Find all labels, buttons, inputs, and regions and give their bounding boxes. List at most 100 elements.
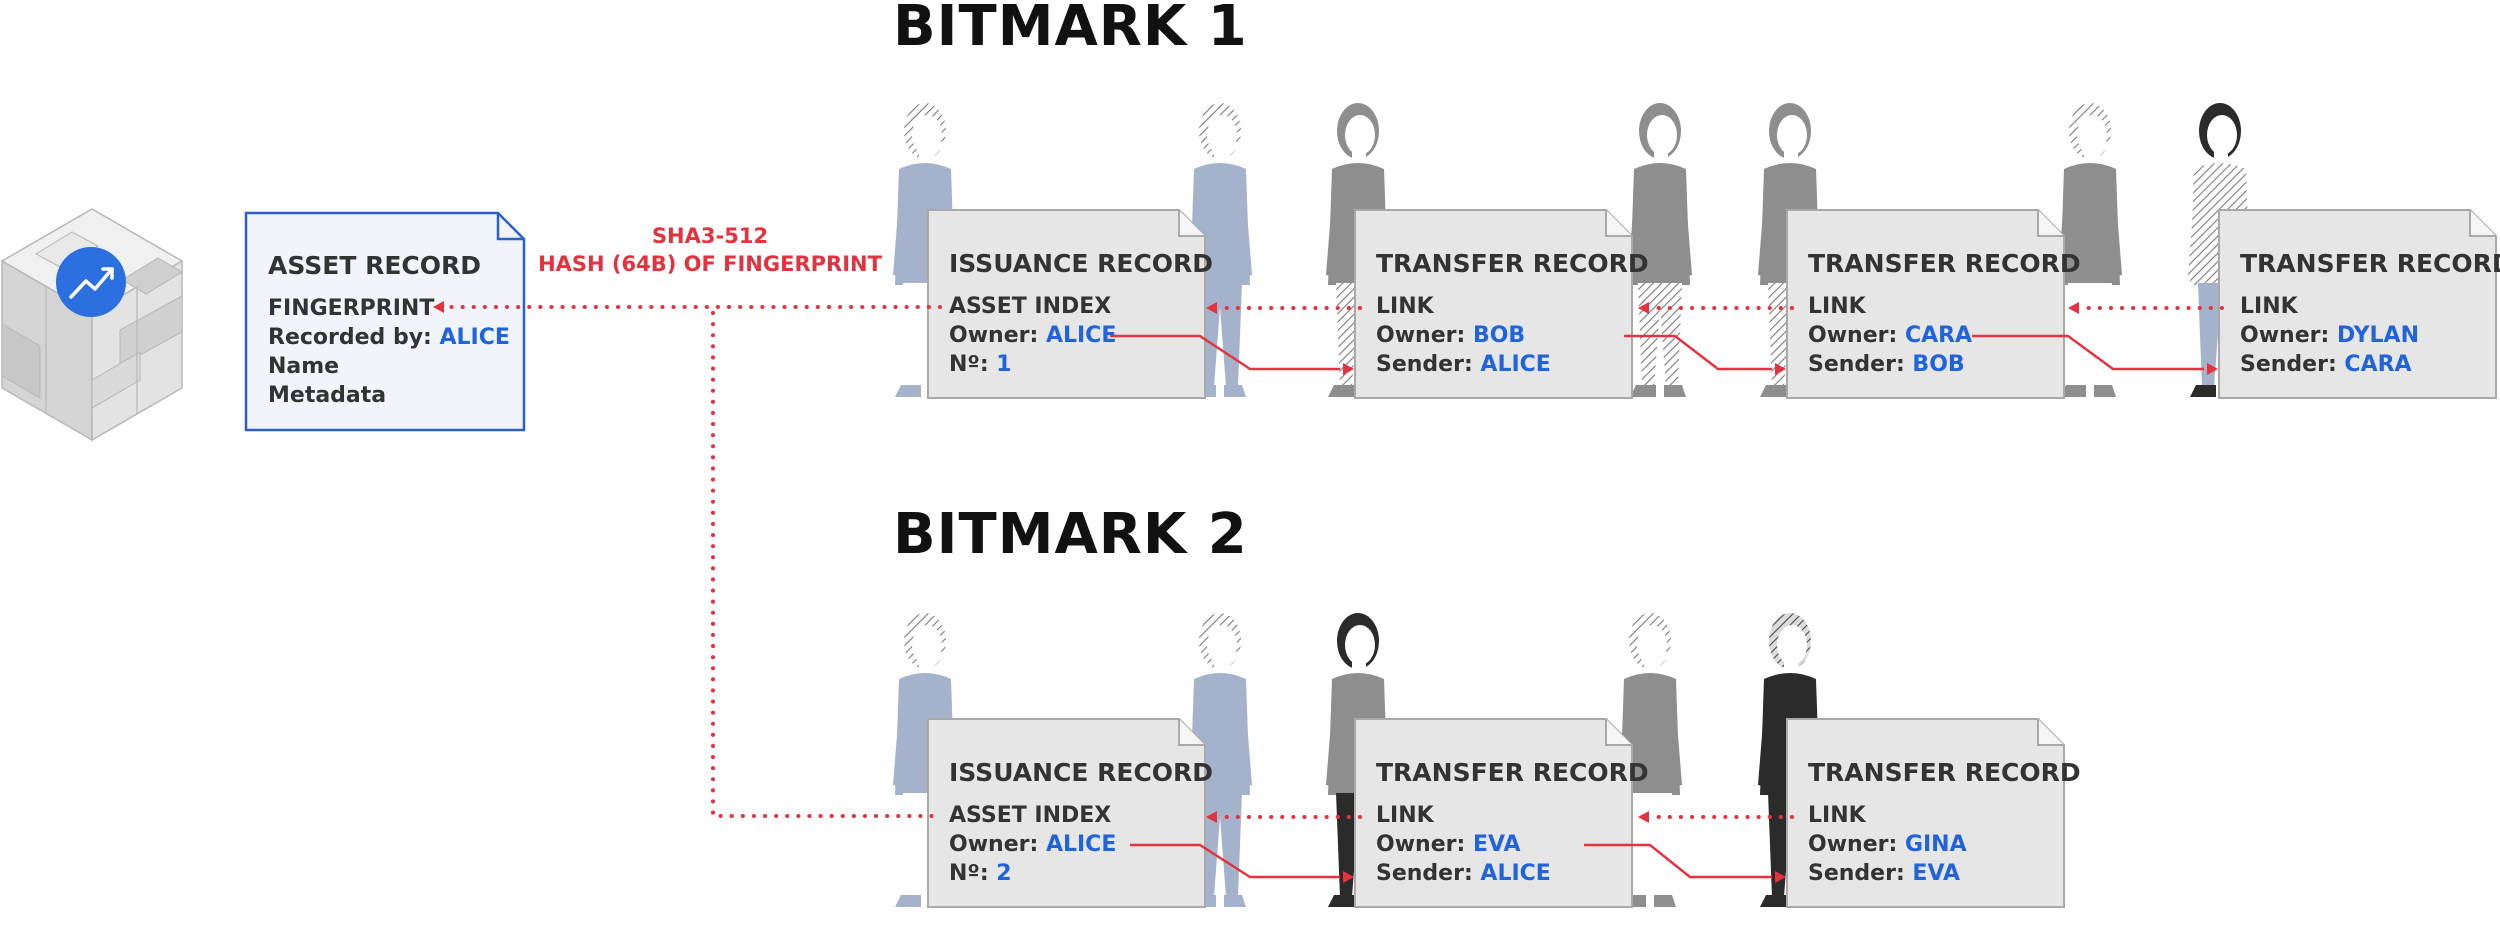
transfer-record-title: TRANSFER RECORD — [1808, 758, 2081, 787]
b1-link-arrowhead-3 — [2068, 302, 2079, 314]
owner-label: Owner: — [2240, 323, 2330, 348]
link-label: LINK — [1376, 803, 1434, 828]
b1-link-arrowhead-2 — [1638, 302, 1649, 314]
asset-index-label: ASSET INDEX — [949, 294, 1112, 319]
sender-value: CARA — [2344, 352, 2412, 377]
asset-link-arrowhead — [433, 301, 444, 313]
b2-owner-line-1 — [1130, 843, 1340, 879]
record-card — [927, 718, 1206, 908]
bitmark2-title: BITMARK 2 — [893, 502, 1248, 567]
b2-owner-arrowhead-1 — [1343, 871, 1354, 883]
number-label: Nº: — [949, 861, 989, 886]
hash-label-line1: SHA3-512 — [651, 224, 769, 248]
bitmark1-title: BITMARK 1 — [893, 0, 1248, 59]
bitmark2-issuance-record: ISSUANCE RECORD ASSET INDEX Owner: ALICE… — [949, 758, 1213, 888]
b1-owner-line-3 — [1972, 334, 2204, 371]
owner-line: Owner: CARA — [1808, 321, 2081, 350]
b1-owner-arrowhead-3 — [2207, 363, 2218, 375]
number-value: 1 — [996, 352, 1012, 377]
sender-line: Sender: ALICE — [1376, 350, 1649, 379]
owner-value: GINA — [1904, 832, 1967, 857]
b1-owner-arrowhead-1 — [1343, 363, 1354, 375]
recorded-by-value: ALICE — [439, 325, 510, 350]
owner-value: EVA — [1472, 832, 1521, 857]
sender-label: Sender: — [1808, 352, 1905, 377]
b1-owner-arrowhead-2 — [1775, 363, 1786, 375]
bitmark1-transfer-record-2: TRANSFER RECORD LINK Owner: CARA Sender:… — [1808, 249, 2081, 379]
bitmark2-asset-link-dotted — [711, 311, 942, 818]
bitmark2-transfer-record-1: TRANSFER RECORD LINK Owner: EVA Sender: … — [1376, 758, 1649, 888]
owner-label: Owner: — [1376, 832, 1466, 857]
number-label: Nº: — [949, 352, 989, 377]
sender-value: ALICE — [1480, 352, 1551, 377]
bitmark1-transfer-record-3: TRANSFER RECORD LINK Owner: DYLAN Sender… — [2240, 249, 2500, 379]
transfer-record-title: TRANSFER RECORD — [1376, 758, 1649, 787]
sender-value: BOB — [1912, 352, 1965, 377]
asset-index-label: ASSET INDEX — [949, 803, 1112, 828]
b1-owner-line-2 — [1624, 334, 1772, 371]
sender-line: Sender: EVA — [1808, 859, 2081, 888]
transfer-record-title: TRANSFER RECORD — [1376, 249, 1649, 278]
b2-owner-line-2 — [1584, 843, 1772, 879]
owner-line: Owner: EVA — [1376, 830, 1649, 859]
owner-label: Owner: — [1376, 323, 1466, 348]
b2-link-arrowhead-1 — [1206, 811, 1217, 823]
record-card — [927, 209, 1206, 399]
metadata-label: Metadata — [268, 383, 387, 408]
link-label: LINK — [1808, 294, 1866, 319]
logo-icon — [0, 208, 184, 442]
owner-label: Owner: — [1808, 832, 1898, 857]
record-card — [1786, 718, 2065, 908]
owner-value: BOB — [1472, 323, 1526, 348]
sender-value: EVA — [1912, 861, 1961, 886]
number-line: Nº: 2 — [949, 859, 1213, 888]
link-label: LINK — [1808, 803, 1866, 828]
b2-link-arrowhead-2 — [1638, 811, 1649, 823]
owner-line: Owner: GINA — [1808, 830, 2081, 859]
issuance-record-title: ISSUANCE RECORD — [949, 249, 1214, 278]
name-label: Name — [268, 354, 340, 379]
link-label: LINK — [1376, 294, 1434, 319]
owner-line: Owner: DYLAN — [2240, 321, 2500, 350]
number-value: 2 — [996, 861, 1012, 886]
sender-label: Sender: — [1376, 352, 1473, 377]
asset-record: ASSET RECORD FINGERPRINT Recorded by: AL… — [268, 251, 510, 410]
recorded-by-line: Recorded by: ALICE — [268, 323, 510, 352]
transfer-record-title: TRANSFER RECORD — [1808, 249, 2081, 278]
hash-label: SHA3-512 HASH (64B) OF FINGERPRINT — [520, 222, 900, 278]
sender-label: Sender: — [2240, 352, 2337, 377]
hash-label-line2: HASH (64B) OF FINGERPRINT — [538, 252, 882, 276]
owner-line: Owner: ALICE — [949, 830, 1213, 859]
owner-value: CARA — [1904, 323, 1973, 348]
record-card — [1786, 209, 2065, 399]
recorded-by-label: Recorded by: — [268, 325, 432, 350]
owner-label: Owner: — [949, 832, 1039, 857]
record-card — [1354, 209, 1633, 399]
owner-label: Owner: — [949, 323, 1039, 348]
sender-label: Sender: — [1808, 861, 1905, 886]
asset-record-card — [244, 211, 526, 432]
link-label: LINK — [2240, 294, 2298, 319]
sender-label: Sender: — [1376, 861, 1473, 886]
bitmark1-issuance-record: ISSUANCE RECORD ASSET INDEX Owner: ALICE… — [949, 249, 1213, 379]
b2-owner-arrowhead-2 — [1775, 871, 1786, 883]
sender-line: Sender: CARA — [2240, 350, 2500, 379]
issuance-record-title: ISSUANCE RECORD — [949, 758, 1214, 787]
owner-line: Owner: ALICE — [949, 321, 1213, 350]
record-cards-layer — [927, 209, 2497, 908]
owner-value: ALICE — [1045, 832, 1117, 857]
bitmark2-transfer-record-2: TRANSFER RECORD LINK Owner: GINA Sender:… — [1808, 758, 2081, 888]
b1-owner-line-1 — [1110, 334, 1340, 371]
bitmark1-transfer-record-1: TRANSFER RECORD LINK Owner: BOB Sender: … — [1376, 249, 1649, 379]
record-card — [1354, 718, 1633, 908]
connector-layer — [433, 301, 2224, 883]
sender-line: Sender: ALICE — [1376, 859, 1649, 888]
owner-label: Owner: — [1808, 323, 1898, 348]
fingerprint-label: FINGERPRINT — [268, 296, 435, 321]
owner-value: DYLAN — [2336, 323, 2419, 348]
sender-line: Sender: BOB — [1808, 350, 2081, 379]
record-card — [2218, 209, 2497, 399]
transfer-record-title: TRANSFER RECORD — [2240, 249, 2500, 278]
